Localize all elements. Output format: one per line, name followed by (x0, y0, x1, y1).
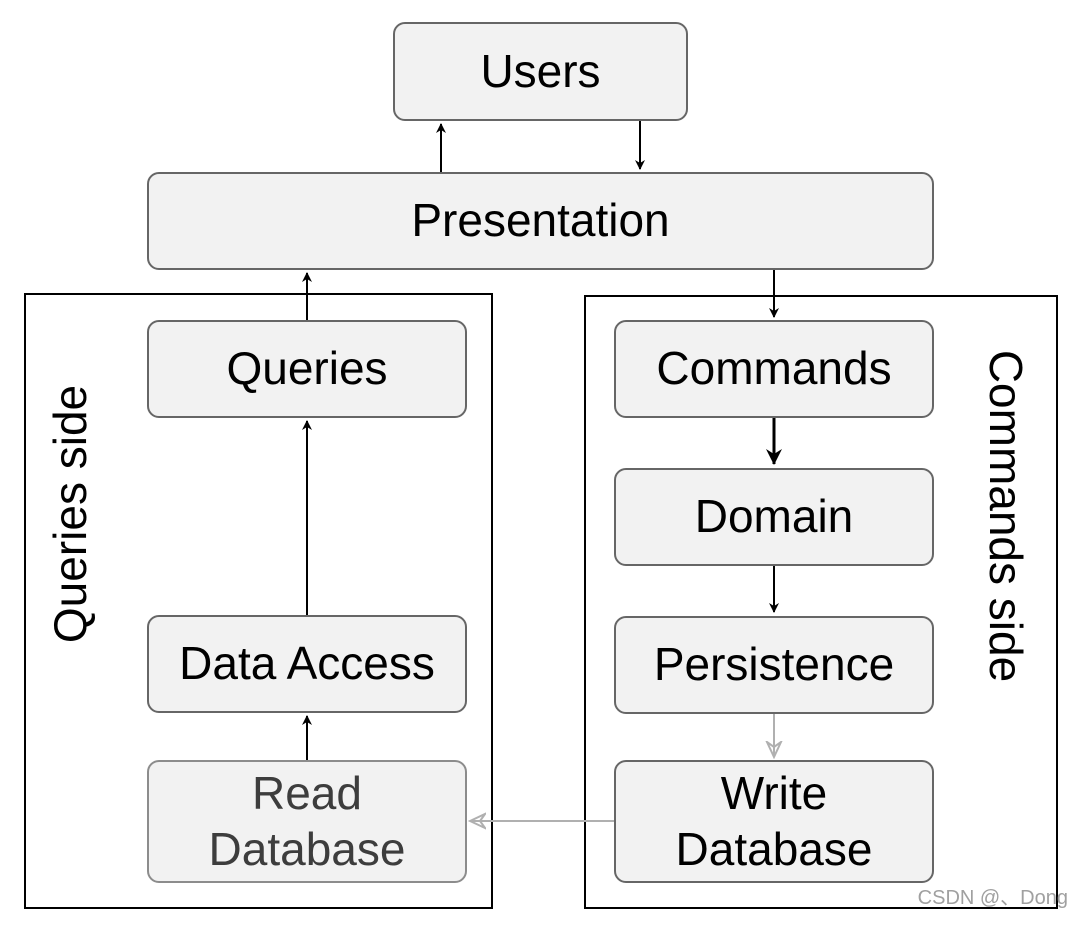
domain-label: Domain (694, 490, 854, 543)
commands-box: Commands (614, 320, 934, 418)
queries-label: Queries (226, 342, 388, 395)
read-database-label-line2: Database (208, 822, 406, 875)
domain-box: Domain (614, 468, 934, 566)
data-access-box: Data Access (147, 615, 467, 713)
persistence-label: Persistence (653, 638, 895, 691)
commands-label: Commands (656, 342, 892, 395)
write-database-label-line1: Write (720, 767, 828, 820)
presentation-box: Presentation (147, 172, 934, 270)
persistence-box: Persistence (614, 616, 934, 714)
presentation-label: Presentation (411, 194, 670, 247)
data-access-label: Data Access (179, 637, 435, 690)
commands-side-group (584, 295, 1058, 909)
watermark: CSDN @、Dong (917, 887, 1068, 909)
queries-box: Queries (147, 320, 467, 418)
queries-side-group (24, 293, 493, 909)
read-database-box: Read Database (147, 760, 467, 883)
read-database-label-line1: Read (252, 767, 362, 820)
write-database-box: Write Database (614, 760, 934, 883)
users-label: Users (480, 44, 601, 97)
write-database-label-line2: Database (675, 822, 873, 875)
users-box: Users (393, 22, 688, 121)
